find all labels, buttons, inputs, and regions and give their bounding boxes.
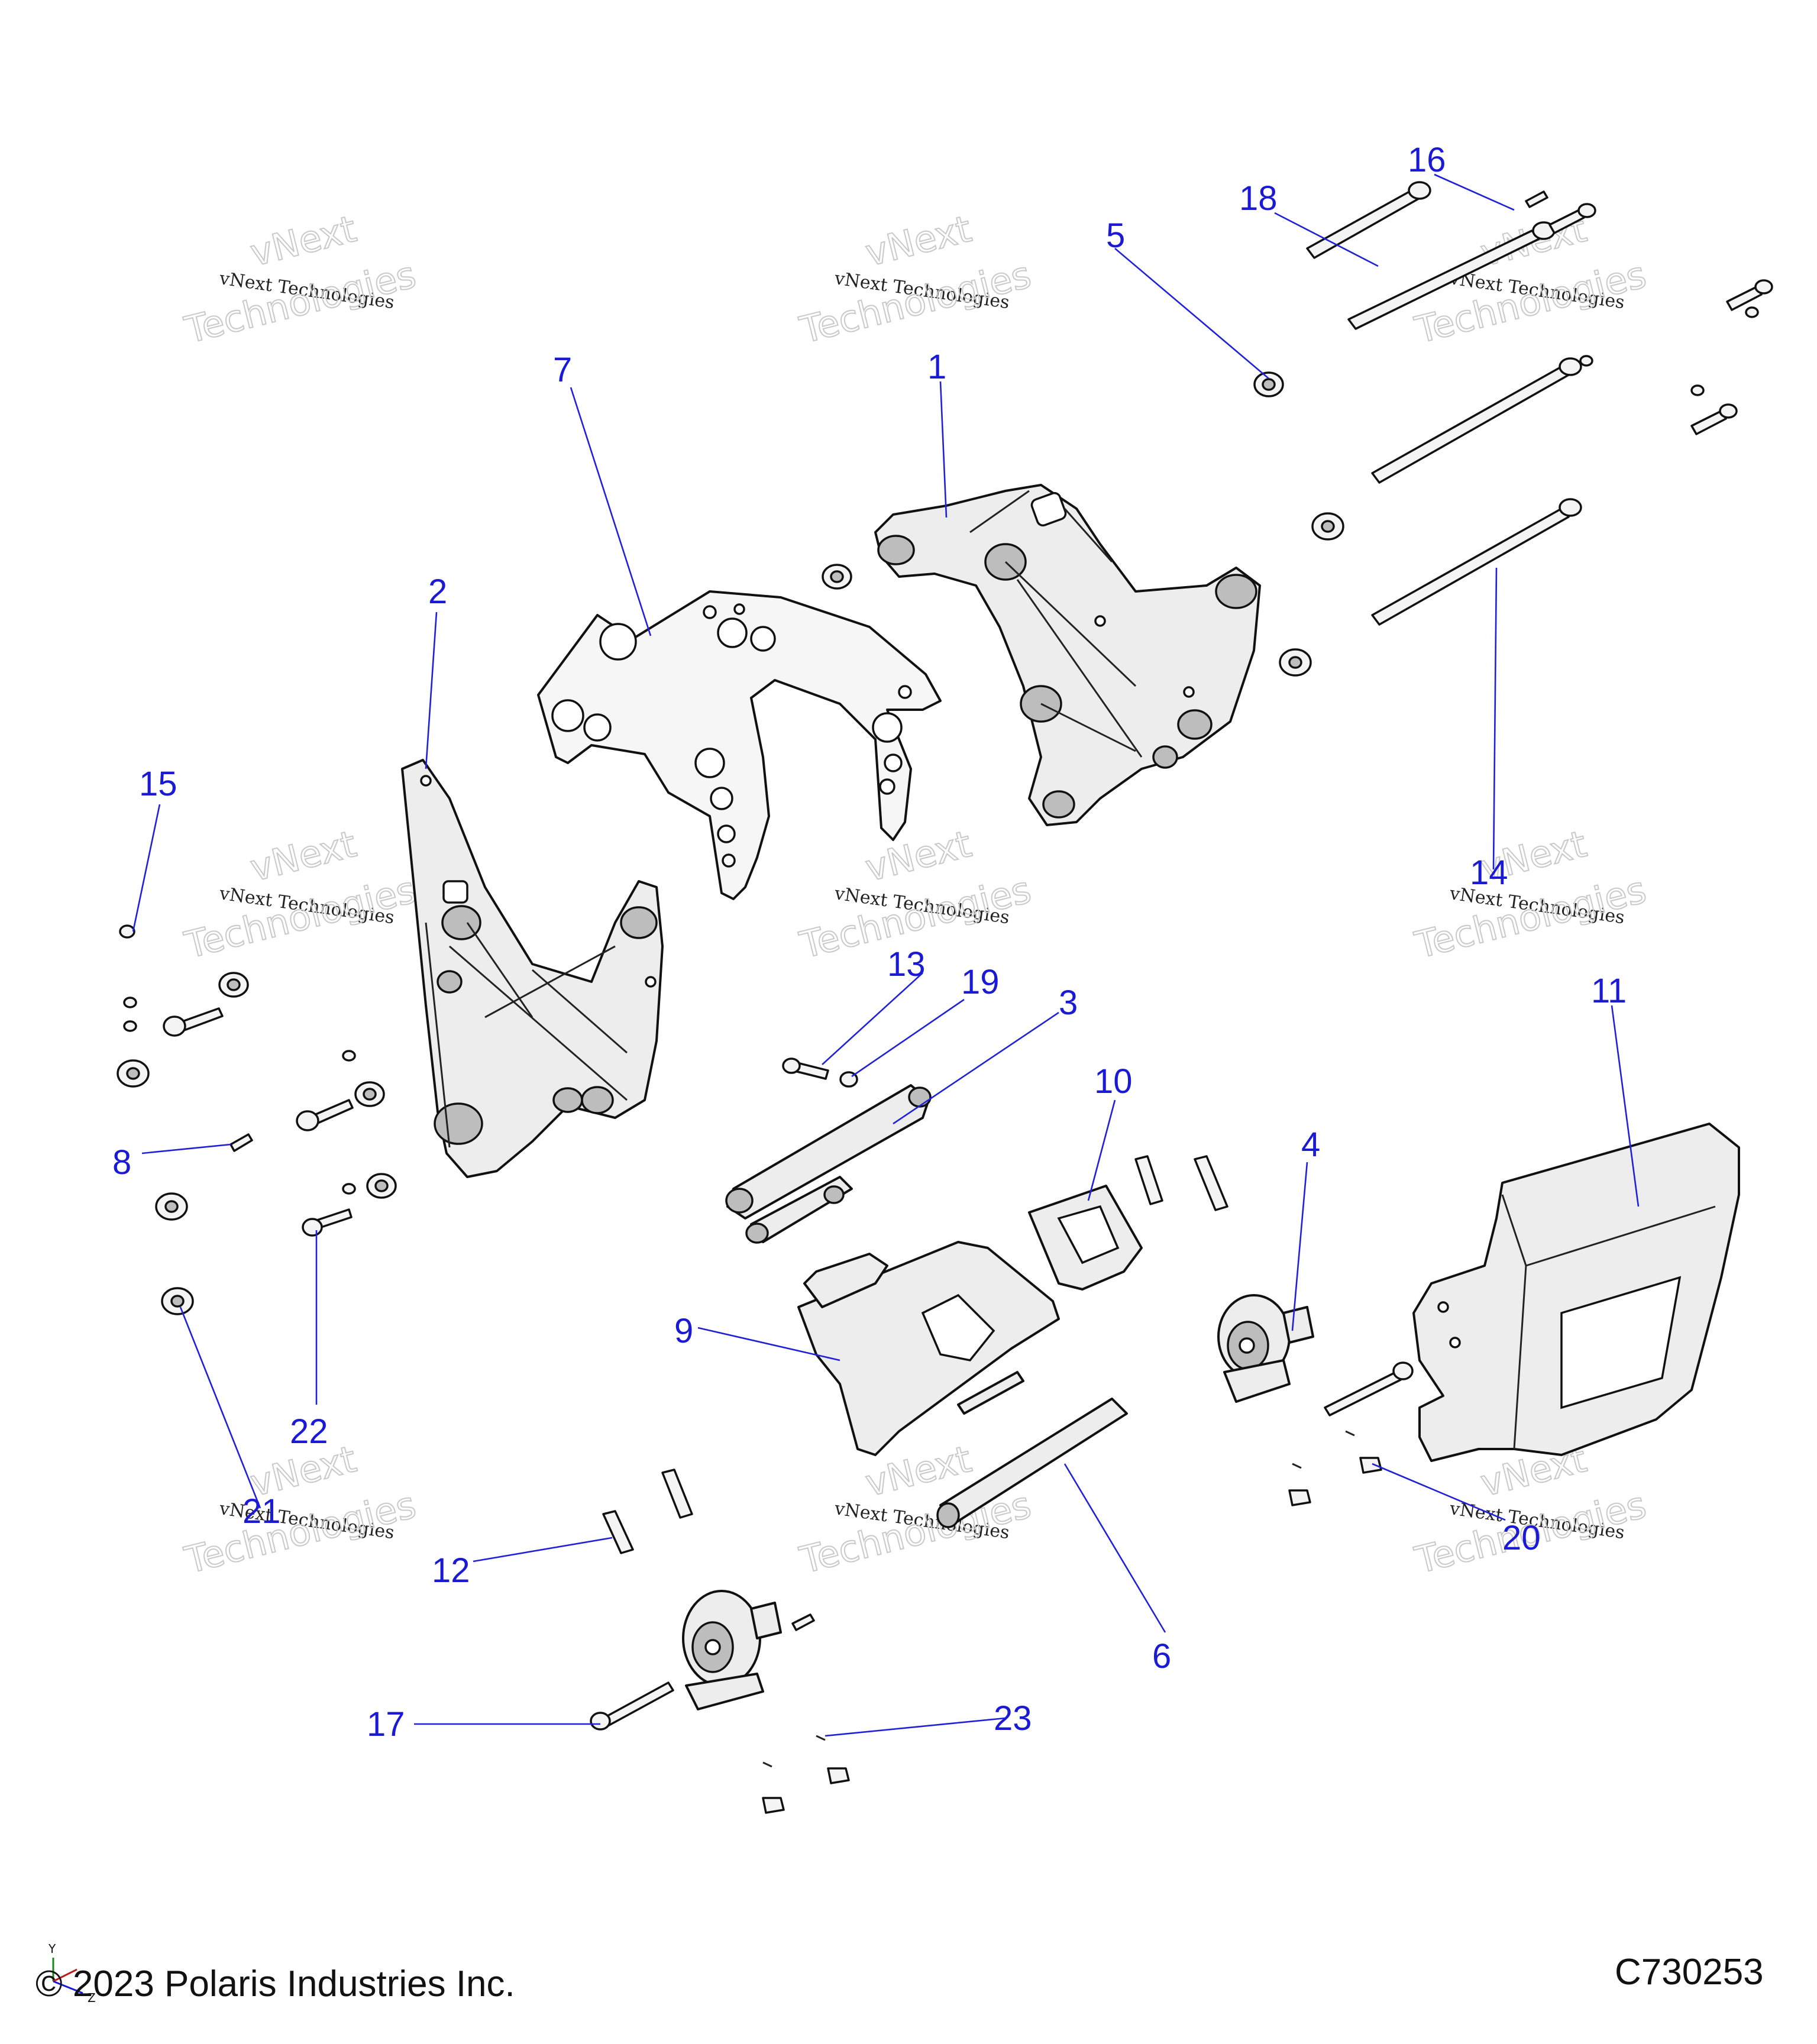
part-6-shaft <box>936 1398 1128 1528</box>
callout-14: 14 <box>1470 853 1508 892</box>
callout-15: 15 <box>139 765 177 803</box>
callout-10: 10 <box>1094 1062 1133 1101</box>
callout-23: 23 <box>994 1699 1032 1738</box>
callout-8: 8 <box>112 1143 131 1182</box>
watermark-tile: vNext vNext Technologies Technologies <box>1410 1437 1651 1583</box>
leader-lines <box>132 173 1640 1737</box>
callout-21: 21 <box>243 1492 281 1531</box>
part-9-skid-panel <box>797 1241 1060 1456</box>
part-2-mount-plate <box>401 759 664 1178</box>
part-7-bracket <box>537 590 942 900</box>
callout-16: 16 <box>1408 141 1446 179</box>
svg-text:Technologies: Technologies <box>180 253 420 351</box>
callout-9: 9 <box>674 1312 693 1350</box>
callout-20: 20 <box>1502 1519 1541 1557</box>
callout-18: 18 <box>1239 179 1278 218</box>
callout-13: 13 <box>887 945 926 984</box>
callout-17: 17 <box>367 1705 405 1744</box>
copyright-notice: © 2023 Polaris Industries Inc. <box>35 1964 515 2004</box>
axis-label-y: Y <box>48 1942 56 1956</box>
watermark-tile: vNext vNext Technologies Technologies <box>1410 822 1651 968</box>
drawing-number: C730253 <box>1615 1952 1764 1993</box>
svg-text:vNext: vNext <box>246 207 360 275</box>
svg-text:Technologies: Technologies <box>796 1483 1035 1581</box>
svg-text:vNext: vNext <box>246 822 360 890</box>
callout-22: 22 <box>290 1412 328 1451</box>
watermark-tile: vNext vNext Technologies Technologies <box>180 206 421 352</box>
svg-text:Technologies: Technologies <box>1411 868 1650 966</box>
callout-5: 5 <box>1106 216 1125 255</box>
callout-2: 2 <box>428 573 447 611</box>
callout-12: 12 <box>432 1551 470 1590</box>
part-17-isolator <box>682 1590 782 1710</box>
callout-11: 11 <box>1591 972 1627 1010</box>
part-4-isolator <box>1217 1294 1314 1403</box>
axis-label-z: Z <box>88 1991 96 2005</box>
svg-text:vNext: vNext <box>861 207 975 275</box>
svg-text:Technologies: Technologies <box>796 253 1035 351</box>
watermark-tile: vNext vNext Technologies Technologies <box>795 1437 1036 1583</box>
callout-3: 3 <box>1059 984 1078 1022</box>
svg-text:vNext: vNext <box>861 822 975 890</box>
part-1-mount-plate <box>874 484 1261 826</box>
axis-triad: Y Z <box>48 1942 96 2005</box>
svg-text:Technologies: Technologies <box>1411 253 1650 351</box>
part-11-cover <box>1412 1123 1740 1462</box>
watermark-tile: vNext vNext Technologies Technologies <box>795 206 1036 352</box>
watermark-tile: vNext vNext Technologies Technologies <box>180 1437 421 1583</box>
callout-7: 7 <box>553 351 572 389</box>
callout-19: 19 <box>961 963 1000 1001</box>
callout-6: 6 <box>1152 1637 1171 1676</box>
part-3-hinge-assembly <box>725 1084 932 1244</box>
watermark-tile: vNext vNext Technologies Technologies <box>180 822 421 968</box>
callout-1: 1 <box>927 348 946 386</box>
callout-4: 4 <box>1301 1126 1320 1164</box>
part-10-bezel <box>1028 1185 1143 1291</box>
svg-text:Technologies: Technologies <box>180 1483 420 1581</box>
callout-labels: 1 2 3 4 5 6 7 8 9 10 11 12 13 14 15 16 1… <box>112 141 1627 1744</box>
svg-text:Technologies: Technologies <box>180 868 420 966</box>
fasteners <box>117 181 1773 1814</box>
